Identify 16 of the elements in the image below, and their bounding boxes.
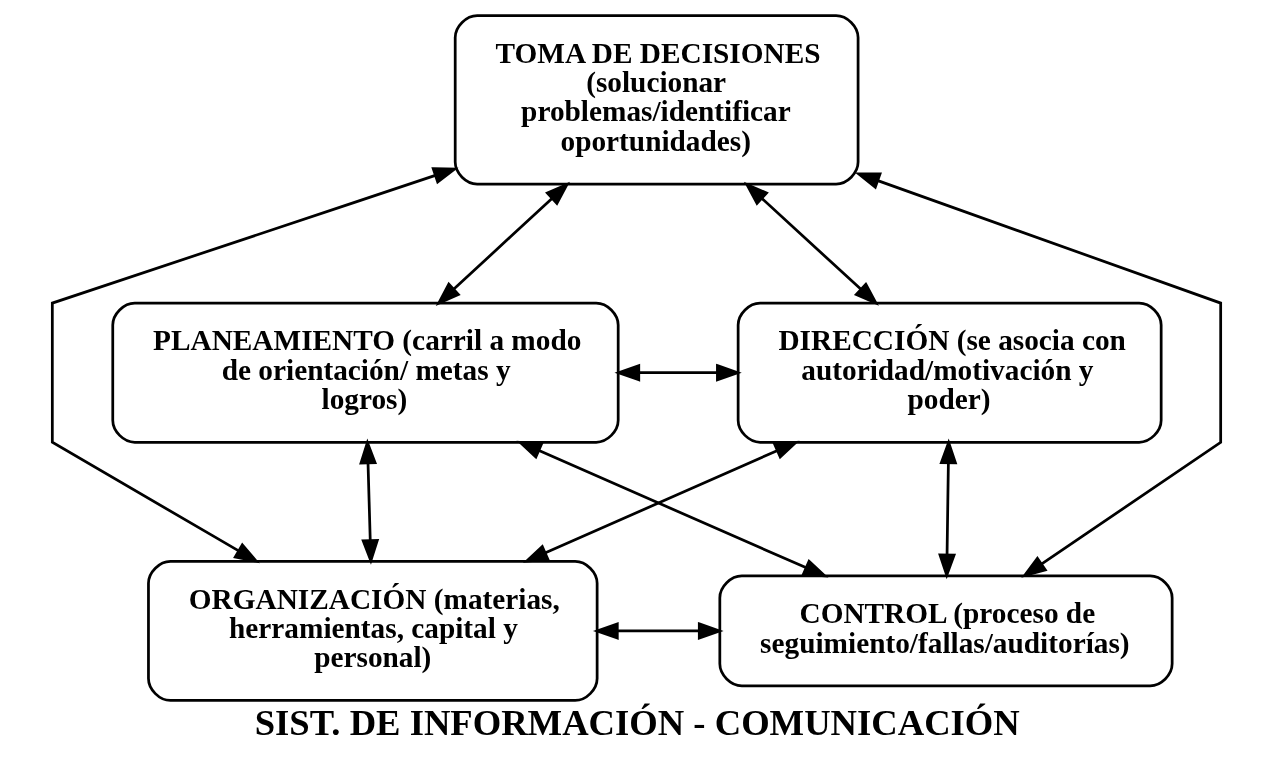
arrow xyxy=(854,172,1223,578)
node-box: PLANEAMIENTO (carril a modo de orientación/ metas y logros) xyxy=(111,301,620,444)
arrow xyxy=(593,621,724,640)
arrow xyxy=(743,181,879,306)
caption: SIST. DE INFORMACIÓN - COMUNICACIÓN xyxy=(254,702,1020,744)
arrow xyxy=(614,363,742,382)
node-box: ORGANIZACIÓN (materias, herramientas, capital y personal) xyxy=(147,559,599,702)
node-box: DIRECCIÓN (se asocia con autoridad/motivación y poder) xyxy=(736,301,1163,444)
arrow xyxy=(522,440,800,563)
node-box: CONTROL (proceso de seguimiento/fallas/auditorías) xyxy=(718,574,1174,688)
arrow xyxy=(435,181,570,306)
arrow xyxy=(938,438,958,580)
node-box: TOMA DE DECISIONES (solucionar problemas/identificar oportunidades) xyxy=(453,14,860,186)
arrow xyxy=(359,438,380,565)
arrow xyxy=(50,167,459,564)
arrow xyxy=(516,440,829,578)
